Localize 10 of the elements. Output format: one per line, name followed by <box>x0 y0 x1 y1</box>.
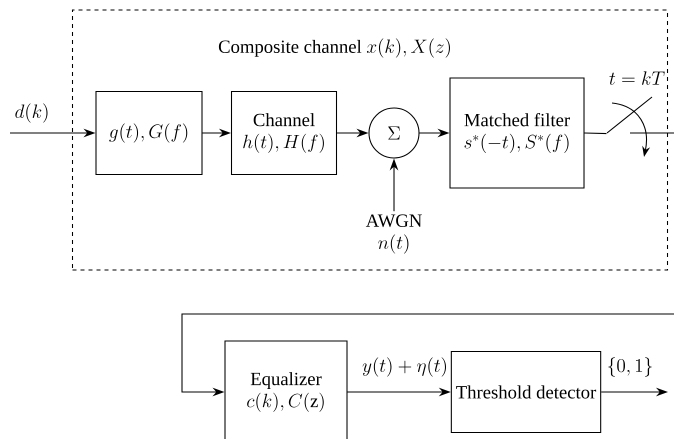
edge-label: $d(k)$ <box>13 102 51 124</box>
block-box: Matched filter $s^{*}(-t), S^{*}(f)$ <box>449 77 585 189</box>
input-label: AWGN $n(t)$ <box>366 214 422 254</box>
block-box: Channel $h(t), H(f)$ <box>230 90 338 176</box>
block-box: Equalizer $c(k), C(\mathrm{z})$ <box>224 340 348 439</box>
block-box: $g(t), G(f)$ <box>95 90 203 176</box>
edge-label: $\{0, 1\}$ <box>605 356 655 378</box>
block-box: Threshold detector <box>450 350 602 434</box>
edge-label: $y(t) + \eta(t)$ <box>360 356 450 378</box>
node-label: $t = kT$ <box>609 71 665 85</box>
